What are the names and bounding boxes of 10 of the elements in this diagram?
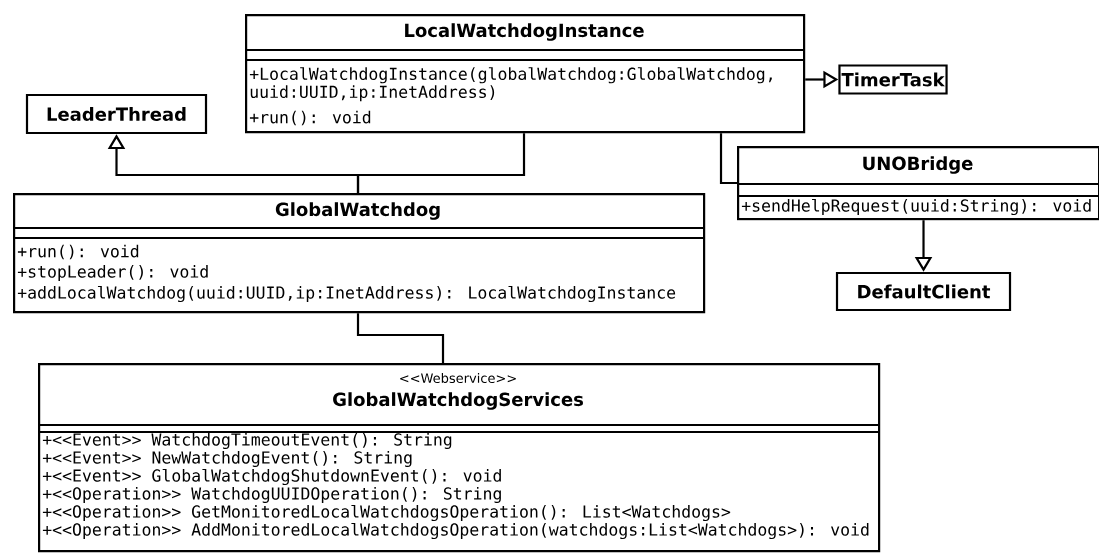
class-box: <<Webservice>> GlobalWatchdogServices +<<Event>> WatchdogTimeoutEvent(): String +<<Event>> NewWatchdogEvent(): String +<<Event>> GlobalWatchdogShutdownEvent(): void +<<Operation>> WatchdogUUIDOperation(): String +<<Operation>> GetMonitoredLocalWatchdogsOperation(): List<Watchdogs> +<<Operation>> AddMonitoredLocalWatchdogsOperation(watchdogs:List<Watchdogs>): void	[38, 363, 881, 553]
class-box: DefaultClient	[835, 271, 1012, 312]
association-line	[356, 133, 526, 193]
association-line	[356, 313, 445, 363]
class-box: LocalWatchdogInstance +LocalWatchdogInstance(globalWatchdog:GlobalWatchdog, uuid:UUID,ip:InetAddress) +run(): void	[245, 14, 806, 134]
association-line	[719, 133, 737, 185]
class-box: TimerTask	[838, 64, 948, 95]
class-box: UNOBridge +sendHelpRequest(uuid:String): void	[737, 146, 1099, 221]
class-box: GlobalWatchdog +run(): void +stopLeader(): void +addLocalWatchdog(uuid:UUID,ip:InetAddress): LocalWatchdogInstance	[13, 193, 706, 314]
class-box: LeaderThread	[25, 93, 208, 135]
